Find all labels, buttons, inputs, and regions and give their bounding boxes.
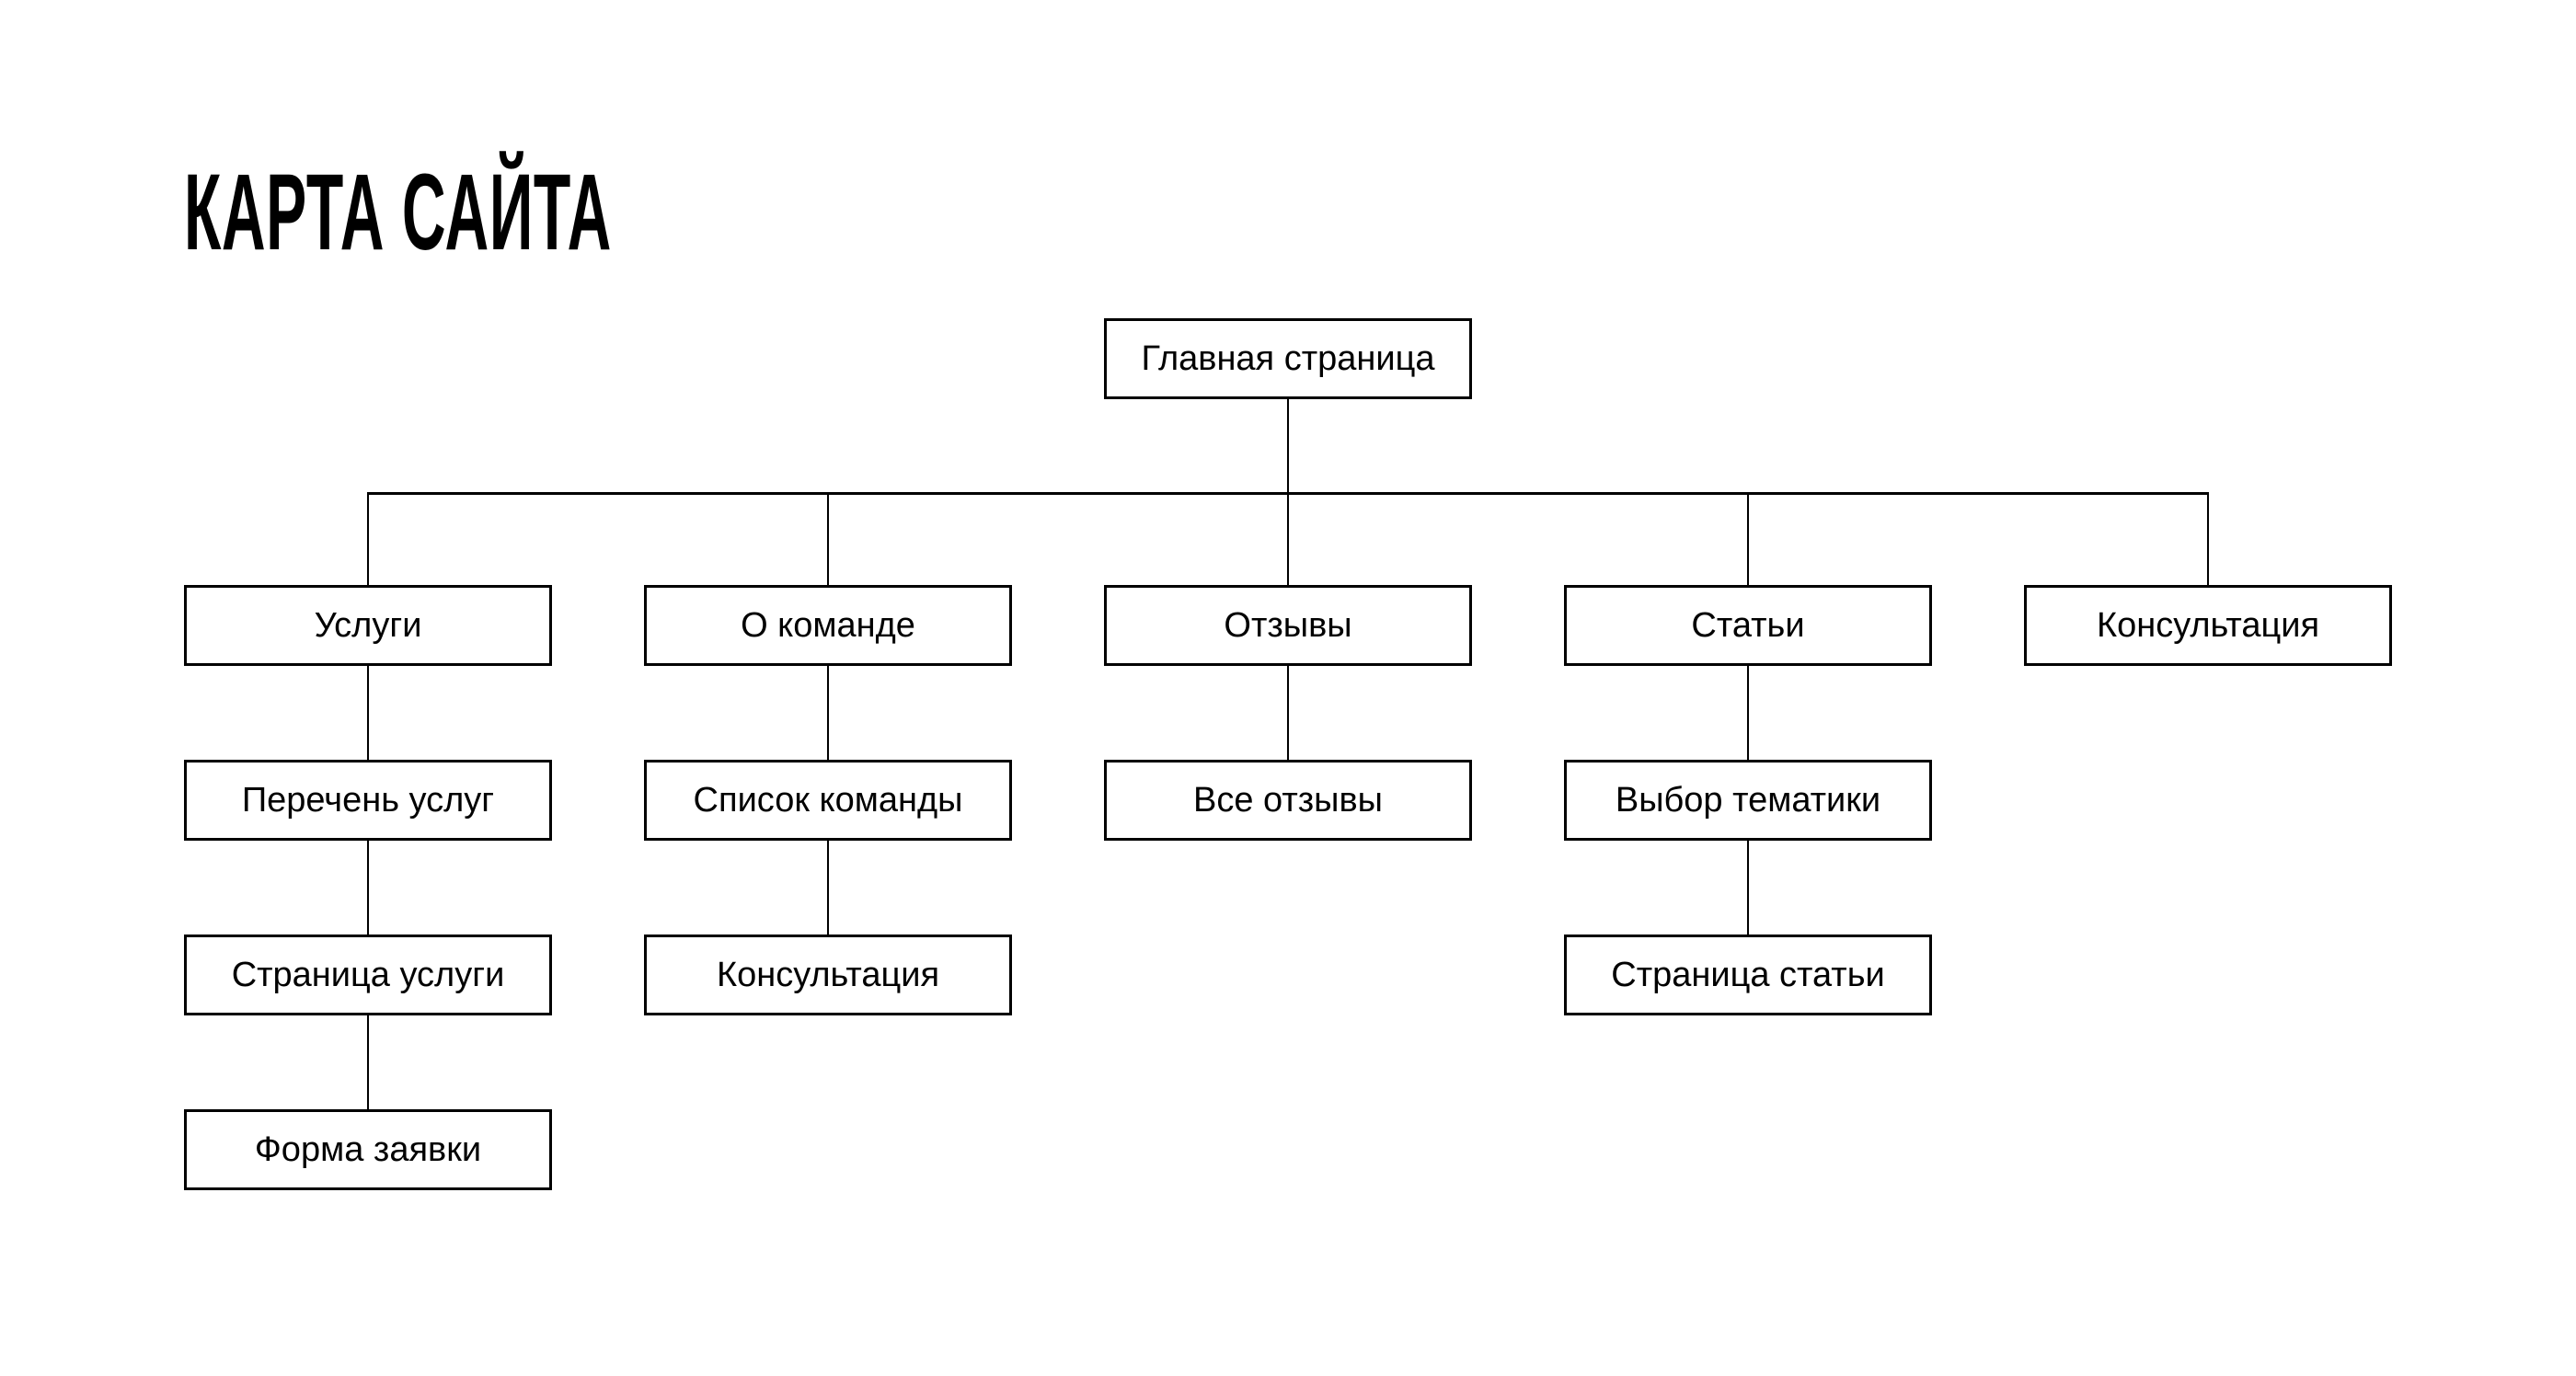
node-articles: Статьи (1564, 585, 1932, 666)
node-services-list-label: Перечень услуг (241, 781, 495, 820)
connector-drop-articles (1747, 492, 1749, 585)
page-title-text: КАРТА САЙТА (184, 152, 612, 273)
connector-topic-choice-to-article-page (1747, 841, 1749, 935)
node-about-team: О команде (644, 585, 1012, 666)
node-service-page: Страница услуги (184, 935, 552, 1015)
node-articles-label: Статьи (1691, 606, 1805, 645)
connector-drop-about-team (827, 492, 829, 585)
connector-reviews-to-all-reviews (1287, 666, 1289, 760)
node-about-team-label: О команде (741, 606, 915, 645)
node-home: Главная страница (1104, 318, 1472, 399)
node-services-list: Перечень услуг (184, 760, 552, 841)
connector-root-stem (1287, 399, 1289, 492)
connector-services-to-services-list (367, 666, 369, 760)
node-article-page: Страница статьи (1564, 935, 1932, 1015)
connector-about-team-to-team-list (827, 666, 829, 760)
node-team-consultation-label: Консультация (716, 956, 940, 994)
node-all-reviews-label: Все отзывы (1193, 781, 1383, 820)
node-team-list-label: Список команды (693, 781, 963, 820)
node-topic-choice-label: Выбор тематики (1615, 781, 1881, 820)
connector-drop-consultation (2207, 492, 2209, 585)
node-services: Услуги (184, 585, 552, 666)
node-home-label: Главная страница (1141, 339, 1435, 378)
node-reviews: Отзывы (1104, 585, 1472, 666)
connector-drop-services (367, 492, 369, 585)
node-reviews-label: Отзывы (1224, 606, 1352, 645)
page-title: КАРТА САЙТА (184, 158, 948, 267)
connector-service-page-to-request-form (367, 1015, 369, 1109)
node-services-label: Услуги (314, 606, 422, 645)
node-service-page-label: Страница услуги (231, 956, 505, 994)
connector-team-list-to-consultation (827, 841, 829, 935)
node-request-form: Форма заявки (184, 1109, 552, 1190)
node-all-reviews: Все отзывы (1104, 760, 1472, 841)
connector-articles-to-topic-choice (1747, 666, 1749, 760)
node-topic-choice: Выбор тематики (1564, 760, 1932, 841)
node-article-page-label: Страница статьи (1611, 956, 1885, 994)
node-team-list: Список команды (644, 760, 1012, 841)
connector-drop-reviews (1287, 492, 1289, 585)
node-consultation: Консультация (2024, 585, 2392, 666)
node-team-consultation: Консультация (644, 935, 1012, 1015)
connector-services-list-to-service-page (367, 841, 369, 935)
node-request-form-label: Форма заявки (254, 1130, 482, 1169)
node-consultation-label: Консультация (2096, 606, 2320, 645)
